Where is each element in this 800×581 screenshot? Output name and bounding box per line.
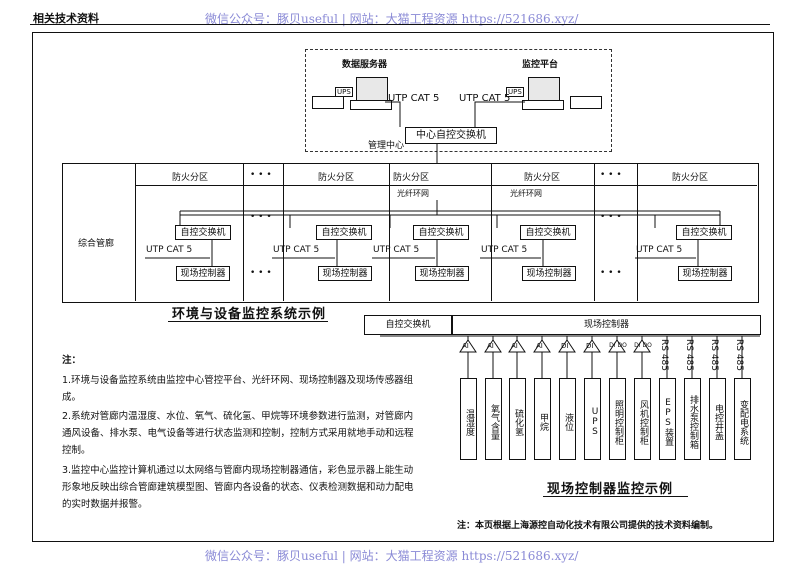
rs485-label-3: RS 485 xyxy=(709,339,719,372)
device-h2s: 硫化氢 xyxy=(509,378,526,460)
cd-controller-box: 现场控制器 xyxy=(452,315,761,335)
ups-badge-right: UPS xyxy=(506,87,524,97)
management-center-label: 管理中心 xyxy=(368,141,405,151)
drawing-frame xyxy=(32,32,774,542)
zone-controller-2: 现场控制器 xyxy=(318,266,372,281)
dots-3: • • • xyxy=(250,212,272,222)
server-monitor-icon xyxy=(356,77,388,101)
management-center-box xyxy=(305,49,612,152)
monitor-keyboard-icon xyxy=(570,96,602,109)
zone-switch-3: 自控交换机 xyxy=(413,225,469,240)
cable-label-left: UTP CAT 5 xyxy=(388,93,440,104)
device-ups: UPS xyxy=(584,378,601,460)
device-level: 液位 xyxy=(559,378,576,460)
zone-cable-1: UTP CAT 5 xyxy=(146,245,193,255)
signal-dido-2: DI DO xyxy=(634,342,652,349)
rs485-label-1: RS 485 xyxy=(659,339,669,372)
cd-switch-box: 自控交换机 xyxy=(364,315,452,335)
zone-controller-4: 现场控制器 xyxy=(522,266,576,281)
header-rule xyxy=(30,24,770,25)
zone-controller-3: 现场控制器 xyxy=(415,266,469,281)
dots-5: • • • xyxy=(250,268,272,278)
device-oxygen: 氧气含量 xyxy=(485,378,502,460)
zone-label-1: 防火分区 xyxy=(172,173,209,183)
zone-cable-3: UTP CAT 5 xyxy=(373,245,420,255)
note-item-2: 2.系统对管廊内温湿度、水位、氧气、硫化氢、甲烷等环境参数进行监测，对管廊内通风… xyxy=(62,411,414,456)
fiber-ring-label-2: 光纤环网 xyxy=(510,189,542,198)
zone-switch-1: 自控交换机 xyxy=(175,225,231,240)
controller-example-title: 现场控制器监控示例 xyxy=(547,482,674,497)
server-cpu-icon xyxy=(350,100,392,110)
server-keyboard-icon xyxy=(312,96,344,109)
device-lighting-cabinet: 照明控制柜 xyxy=(609,378,626,460)
watermark-top: 微信公众号：豚贝useful | 网站：大猫工程资源 https://52168… xyxy=(205,12,579,26)
footnote: 注：本页根据上海源控自动化技术有限公司提供的技术资料编制。 xyxy=(457,521,719,531)
monitor-platform-label: 监控平台 xyxy=(522,60,559,70)
dots-1: • • • xyxy=(250,170,272,180)
monitor-cpu-icon xyxy=(522,100,564,110)
signal-ai-1: AI xyxy=(462,342,469,350)
cable-label-right: UTP CAT 5 xyxy=(459,93,511,104)
system-example-title: 环境与设备监控系统示例 xyxy=(172,307,327,322)
zone-controller-5: 现场控制器 xyxy=(678,266,732,281)
signal-di-2: DI xyxy=(586,342,594,350)
signal-ai-3: AI xyxy=(511,342,518,350)
corridor-row-label: 综合管廊 xyxy=(78,239,115,249)
fiber-ring-label-1: 光纤环网 xyxy=(397,189,429,198)
zone-controller-1: 现场控制器 xyxy=(176,266,230,281)
note-item-1: 1.环境与设备监控系统由监控中心管控平台、光纤环网、现场控制器及现场传感器组成。 xyxy=(62,375,414,403)
device-temp-humidity: 温湿度 xyxy=(460,378,477,460)
device-methane: 甲烷 xyxy=(534,378,551,460)
corridor-table xyxy=(62,163,759,303)
zone-switch-5: 自控交换机 xyxy=(676,225,732,240)
zone-label-3: 防火分区 xyxy=(393,173,430,183)
device-substation: 变配电系统 xyxy=(734,378,751,460)
device-fan-cabinet: 风机控制柜 xyxy=(634,378,651,460)
zone-label-2: 防火分区 xyxy=(318,173,355,183)
rs485-label-2: RS 485 xyxy=(684,339,694,372)
note-item-3: 3.监控中心监控计算机通过以太网络与管廊内现场控制器通信，彩色显示器上能生动形象… xyxy=(62,465,414,510)
device-eps: EPS装置 xyxy=(659,378,676,460)
watermark-bottom: 微信公众号：豚贝useful | 网站：大猫工程资源 https://52168… xyxy=(205,549,579,563)
data-server-label: 数据服务器 xyxy=(342,60,388,70)
zone-switch-4: 自控交换机 xyxy=(520,225,576,240)
notes-heading: 注： xyxy=(62,355,82,366)
signal-ai-4: AI xyxy=(536,342,543,350)
zone-cable-5: UTP CAT 5 xyxy=(636,245,683,255)
device-manhole: 电控井盖 xyxy=(709,378,726,460)
dots-6: • • • xyxy=(600,268,622,278)
zone-label-4: 防火分区 xyxy=(524,173,561,183)
ups-badge-left: UPS xyxy=(335,87,353,97)
signal-ai-2: AI xyxy=(487,342,494,350)
dots-4: • • • xyxy=(600,212,622,222)
zone-cable-4: UTP CAT 5 xyxy=(481,245,528,255)
core-switch-box: 中心自控交换机 xyxy=(405,127,497,144)
rs485-label-4: RS 485 xyxy=(734,339,744,372)
zone-switch-2: 自控交换机 xyxy=(316,225,372,240)
zone-label-5: 防火分区 xyxy=(672,173,709,183)
monitor-pc-icon xyxy=(528,77,560,101)
device-pump-box: 排水泵控制箱 xyxy=(684,378,701,460)
zone-cable-2: UTP CAT 5 xyxy=(273,245,320,255)
dots-2: • • • xyxy=(600,170,622,180)
signal-di-1: DI xyxy=(561,342,569,350)
page-header-title: 相关技术资料 xyxy=(33,12,99,25)
signal-dido-1: DI DO xyxy=(609,342,627,349)
